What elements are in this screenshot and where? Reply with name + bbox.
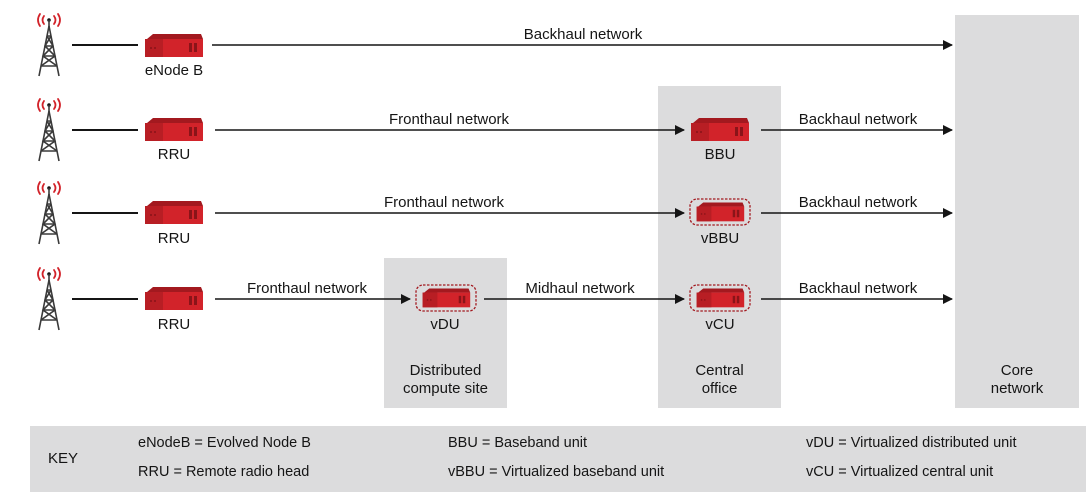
- vdu-virtualized-server-icon: [415, 284, 477, 312]
- backhaul-label: Backhaul network: [798, 194, 918, 211]
- key-legend: KEY eNodeB = Evolved Node B RRU = Remote…: [30, 426, 1086, 492]
- backhaul-label: Backhaul network: [523, 26, 643, 43]
- key-item: RRU = Remote radio head: [138, 464, 310, 480]
- bbu-label: BBU: [704, 146, 736, 163]
- fronthaul-label: Fronthaul network: [246, 280, 368, 297]
- backhaul-label: Backhaul network: [798, 111, 918, 128]
- key-item: vDU = Virtualized distributed unit: [806, 435, 1017, 451]
- fronthaul-label: Fronthaul network: [383, 194, 505, 211]
- cell-tower-icon: [33, 180, 65, 246]
- key-item: eNodeB = Evolved Node B: [138, 435, 311, 451]
- zone-label-line: network: [990, 380, 1044, 397]
- vcu-label: vCU: [705, 316, 735, 333]
- core-network-label: Core network: [955, 362, 1079, 398]
- rru-server-icon: [143, 284, 205, 312]
- zone-label-line: Central: [695, 362, 744, 379]
- central-office-label: Central office: [658, 362, 781, 398]
- vdu-label: vDU: [430, 316, 460, 333]
- backhaul-label: Backhaul network: [798, 280, 918, 297]
- rru-server-icon: [143, 198, 205, 226]
- zone-label-line: Core: [1000, 362, 1034, 379]
- enodeb-server-icon: [143, 31, 205, 59]
- key-item: vCU = Virtualized central unit: [806, 464, 994, 480]
- rru-label: RRU: [157, 316, 191, 333]
- key-item: vBBU = Virtualized baseband unit: [448, 464, 665, 480]
- zone-label-line: compute site: [402, 380, 489, 397]
- key-item: BBU = Baseband unit: [448, 435, 588, 451]
- zone-label-line: office: [701, 380, 738, 397]
- midhaul-label: Midhaul network: [525, 280, 635, 297]
- enodeb-label: eNode B: [144, 62, 204, 79]
- vcu-virtualized-server-icon: [689, 284, 751, 312]
- cell-tower-icon: [33, 97, 65, 163]
- zone-label-line: Distributed: [409, 362, 482, 379]
- vbbu-label: vBBU: [700, 230, 740, 247]
- distributed-compute-site-zone: [384, 258, 507, 408]
- vbbu-virtualized-server-icon: [689, 198, 751, 226]
- core-network-zone: [955, 15, 1079, 408]
- cell-tower-icon: [33, 266, 65, 332]
- connection-lines: [72, 40, 953, 304]
- rru-label: RRU: [157, 230, 191, 247]
- rru-server-icon: [143, 115, 205, 143]
- fronthaul-label: Fronthaul network: [388, 111, 510, 128]
- key-title: KEY: [48, 450, 79, 467]
- distributed-compute-site-label: Distributed compute site: [384, 362, 507, 398]
- bbu-server-icon: [689, 115, 751, 143]
- rru-label: RRU: [157, 146, 191, 163]
- cell-tower-icon: [33, 12, 65, 78]
